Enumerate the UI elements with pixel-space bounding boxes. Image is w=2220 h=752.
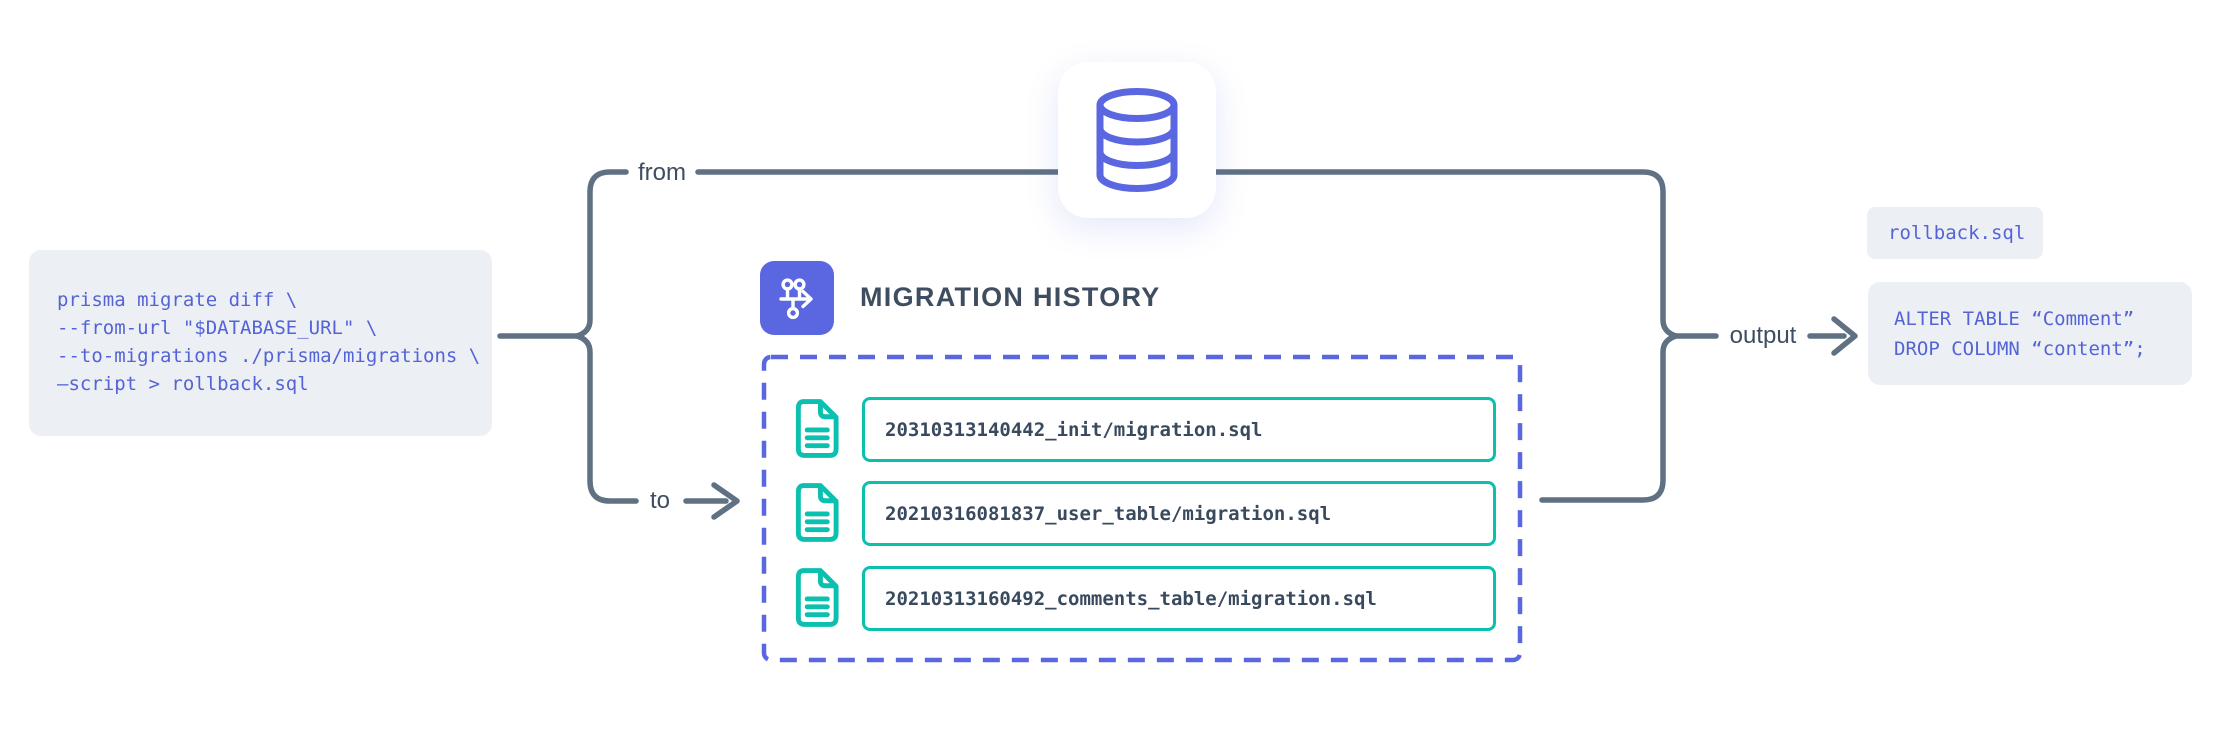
sql-document-icon: [795, 568, 839, 627]
sql-file-icon: [792, 567, 841, 629]
sql-document-icon: [795, 483, 839, 542]
output-sql-block: ALTER TABLE “Comment” DROP COLUMN “conte…: [1868, 282, 2192, 385]
sql-document-icon: [795, 399, 839, 458]
rollback-filename: rollback.sql: [1888, 222, 2026, 244]
sql-line-1: ALTER TABLE “Comment”: [1894, 308, 2135, 330]
migration-row: 20210313160492_comments_table/migration.…: [862, 566, 1496, 631]
migration-file-name: 20310313140442_init/migration.sql: [885, 418, 1263, 441]
command-line-4: –script > rollback.sql: [57, 373, 309, 395]
to-label: to: [641, 486, 679, 516]
database-icon: [1058, 62, 1216, 218]
output-label: output: [1721, 321, 1805, 351]
migration-row: 20210316081837_user_table/migration.sql: [862, 481, 1496, 546]
sql-file-icon: [792, 482, 841, 544]
sql-file-icon: [792, 398, 841, 460]
migration-history-icon: [760, 261, 834, 335]
command-line-2: --from-url "$DATABASE_URL" \: [57, 317, 378, 339]
migration-history-title: MIGRATION HISTORY: [860, 282, 1161, 312]
migration-file-name: 20210316081837_user_table/migration.sql: [885, 502, 1332, 525]
output-arrow: [1807, 316, 1858, 356]
database-cylinder-icon: [1096, 88, 1178, 192]
to-arrow: [683, 482, 740, 520]
rollback-filename-chip: rollback.sql: [1867, 207, 2043, 259]
migration-file-name: 20210313160492_comments_table/migration.…: [885, 587, 1377, 610]
migration-history-dashed-border: [761, 354, 1523, 663]
command-line-1: prisma migrate diff \: [57, 289, 298, 311]
sql-line-2: DROP COLUMN “content”;: [1894, 338, 2146, 360]
left-split-brace: [574, 169, 639, 504]
git-graph-arrow-icon: [779, 278, 813, 320]
command-line-3: --to-migrations ./prisma/migrations \: [57, 345, 481, 367]
migration-row: 20310313140442_init/migration.sql: [862, 397, 1496, 462]
command-code-block: prisma migrate diff \ --from-url "$DATAB…: [29, 250, 492, 436]
from-label: from: [632, 158, 692, 188]
command-code-lines: prisma migrate diff \ --from-url "$DATAB…: [29, 250, 492, 398]
